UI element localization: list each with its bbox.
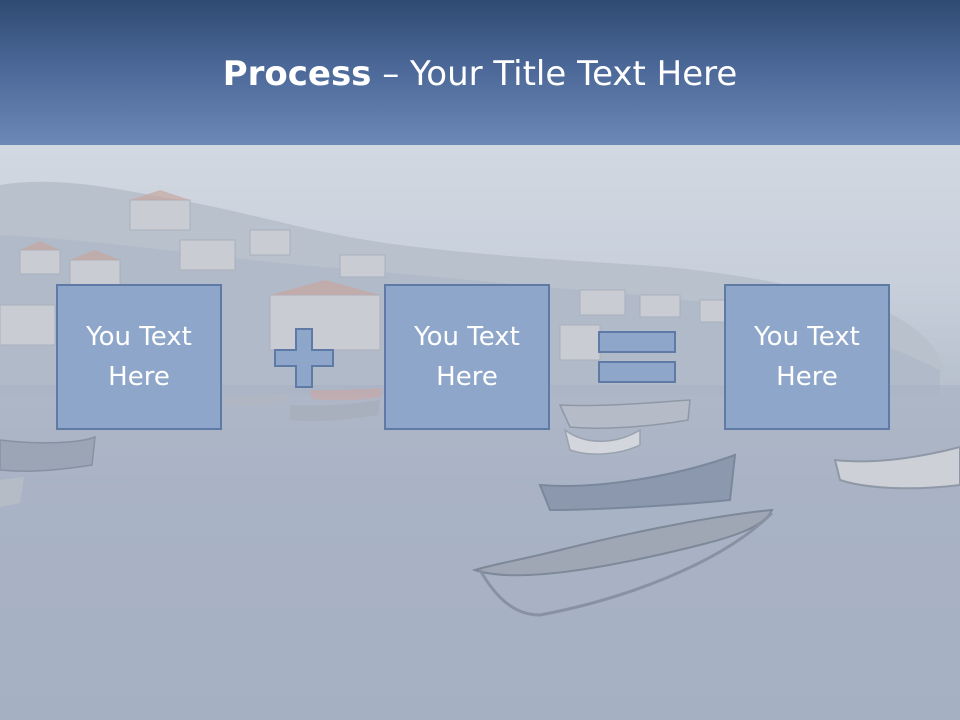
equals-icon: [598, 331, 676, 383]
lake-harbor-illustration: [0, 181, 960, 720]
background-photo: [0, 145, 960, 720]
process-box-1[interactable]: You Text Here: [56, 284, 222, 430]
title-bold: Process: [222, 54, 372, 94]
process-box-3[interactable]: You Text Here: [724, 284, 890, 430]
title-banner: Process – Your Title Text Here: [0, 0, 960, 145]
title-rest: – Your Title Text Here: [371, 54, 738, 94]
slide-title: Process – Your Title Text Here: [0, 52, 960, 96]
process-box-2[interactable]: You Text Here: [384, 284, 550, 430]
plus-icon: [274, 328, 334, 388]
